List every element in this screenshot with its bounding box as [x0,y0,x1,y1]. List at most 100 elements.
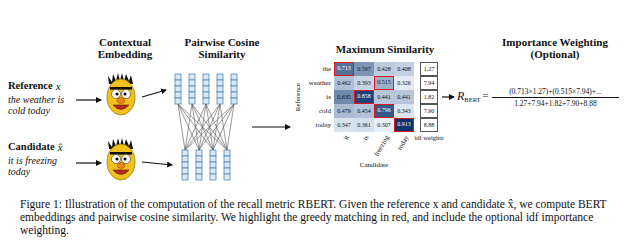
embedding-cell [189,86,195,92]
arrow [442,96,454,97]
embedding-cell [196,150,202,156]
embedding-cell [203,92,209,98]
embedding-cell [231,98,237,104]
heatmap-cell: 0.479 [334,104,354,118]
math-symbol: x̂ [58,141,63,154]
embedding-cell [210,174,216,180]
row-label: is [326,93,331,101]
embedding-cell [224,174,230,180]
idf-cell: 7.90 [420,104,438,118]
input-label: Candidate [8,141,55,153]
embedding-cell [182,168,188,174]
embedding-cell [203,74,209,80]
column-heading: Importance Weighting (Optional) [492,36,618,60]
axis-label: Reference [294,83,302,111]
embedding-cell [175,86,181,92]
heatmap-cell: 0.462 [334,76,354,90]
arrow [142,90,166,97]
embedding-cell [182,162,188,168]
embedding-cell [175,92,181,98]
embedding-cell [196,162,202,168]
arrow [142,162,172,165]
column-label: freezing [373,134,391,158]
embedding-cell [210,162,216,168]
embedding-cell [231,74,237,80]
column-label: it [342,134,351,141]
caption: Figure 1: Illustration of the computatio… [20,198,612,237]
heatmap-cell: 0.597 [354,62,374,76]
row-label: the [322,65,331,73]
similarity-line [178,104,185,150]
idf-cell: 7.94 [420,76,438,90]
embedding-cell [224,156,230,162]
bert-icon [107,138,135,180]
embedding-cell [182,174,188,180]
embedding-cell [217,86,223,92]
heatmap-cell: 0.441 [394,90,414,104]
similarity-line [199,104,234,150]
embedding-cell [224,150,230,156]
idf-cell: 8.88 [420,118,438,132]
embedding-cell [231,92,237,98]
formula: (0.713×1.27)+(0.515×7.94)+... [509,87,602,96]
heatmap-cell: 0.307 [374,118,394,132]
heatmap-cell: 0.347 [334,118,354,132]
heatmap-cell: 0.441 [374,90,394,104]
fraction-bar [492,97,619,98]
embedding-cell [196,156,202,162]
heatmap-cell: 0.635 [334,90,354,104]
heatmap-cell: 0.713 [334,62,354,76]
column-heading: Pairwise Cosine Similarity [172,36,272,60]
column-heading: Contextual Embedding [82,36,168,60]
row-label: weather [309,79,331,87]
embedding-cell [217,98,223,104]
formula: 1.27+7.94+1.82+7.90+8.88 [514,99,597,108]
embedding-cell [217,92,223,98]
formula: BERT [464,96,480,103]
heatmap-cell: 0.913 [394,118,414,132]
heatmap-cell: 0.393 [354,76,374,90]
embedding-cell [196,174,202,180]
embedding-cell [175,74,181,80]
embedding-cell [189,74,195,80]
embedding-cell [189,98,195,104]
arrow [252,126,290,127]
heatmap-cell: 0.361 [354,118,374,132]
embedding-cell [203,86,209,92]
embedding-cell [210,150,216,156]
heatmap-cell: 0.454 [354,104,374,118]
row-label: today [315,121,331,129]
similarity-line [185,104,192,150]
embedding-cell [217,74,223,80]
embedding-cell [231,86,237,92]
embedding-cell [182,150,188,156]
embedding-cell [175,80,181,86]
heatmap-cell: 0.343 [394,104,414,118]
similarity-line [178,104,213,150]
embedding-cell [217,80,223,86]
heatmap-cell: 0.796 [374,104,394,118]
similarity-line [213,104,234,150]
axis-label: Candidate [360,161,388,169]
similarity-line [185,104,220,150]
column-heading: Maximum Similarity [323,43,447,55]
heatmap-cell: 0.428 [374,62,394,76]
column-label: today [396,134,411,151]
embedding-cell [189,92,195,98]
embedding-cell [182,156,188,162]
arrow [76,99,101,100]
formula: R [457,89,464,103]
sentence: the weather is cold today [8,94,74,116]
idf-cell: 1.82 [420,90,438,104]
arrow [76,162,101,163]
embedding-cell [224,168,230,174]
embedding-cell [210,156,216,162]
bert-icon [107,73,135,115]
embedding-cell [210,168,216,174]
sentence: it is freezing today [8,155,74,177]
heatmap-cell: 0.326 [394,76,414,90]
embedding-cell [189,80,195,86]
embedding-cell [224,162,230,168]
column-label: is [362,134,371,142]
